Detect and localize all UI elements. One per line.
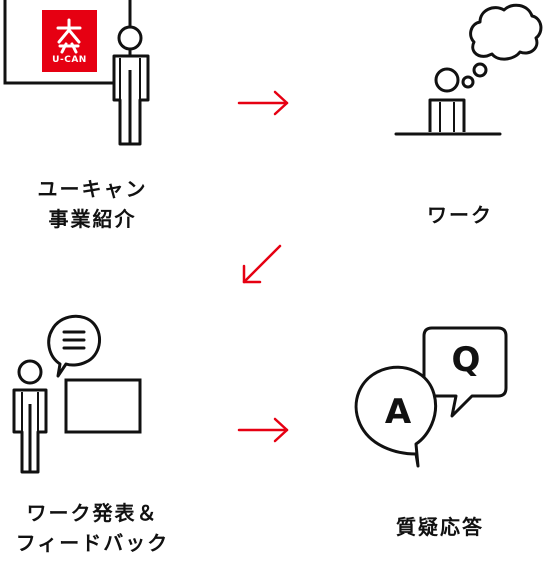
step-work: ワーク — [370, 0, 543, 240]
step-work-label-line1: ワーク — [427, 203, 493, 227]
presenter-screen-icon — [3, 0, 150, 146]
step-intro-label-line2: 事業紹介 — [48, 207, 137, 231]
step-qa-label: 質疑応答 — [360, 512, 520, 542]
speaker-board-icon — [12, 314, 142, 474]
logo-text: U-CAN — [52, 55, 87, 65]
step-presentation-label: ワーク発表＆ フィードバック — [0, 498, 185, 558]
bubble-q-letter: Q — [451, 340, 481, 380]
arrow-right-icon — [237, 90, 289, 116]
step-intro-label: ユーキャン 事業紹介 — [0, 174, 185, 234]
step-intro: U-CAN ユーキャン 事業紹介 — [0, 0, 200, 260]
step-work-label: ワーク — [400, 200, 520, 230]
step-presentation: ワーク発表＆ フィードバック — [0, 300, 200, 563]
bubble-a-letter: A — [384, 392, 412, 432]
arrow-right-icon — [237, 417, 289, 443]
step-presentation-label-line2: フィードバック — [15, 531, 170, 555]
step-presentation-label-line1: ワーク発表＆ — [26, 501, 159, 525]
step-qa-label-line1: 質疑応答 — [396, 515, 484, 539]
step-intro-label-line1: ユーキャン — [37, 177, 148, 201]
step-qa: Q A 質疑応答 — [340, 320, 543, 563]
qa-bubbles-icon — [354, 326, 508, 468]
arrow-down-left-icon — [242, 244, 282, 284]
thinking-person-icon — [394, 3, 543, 136]
